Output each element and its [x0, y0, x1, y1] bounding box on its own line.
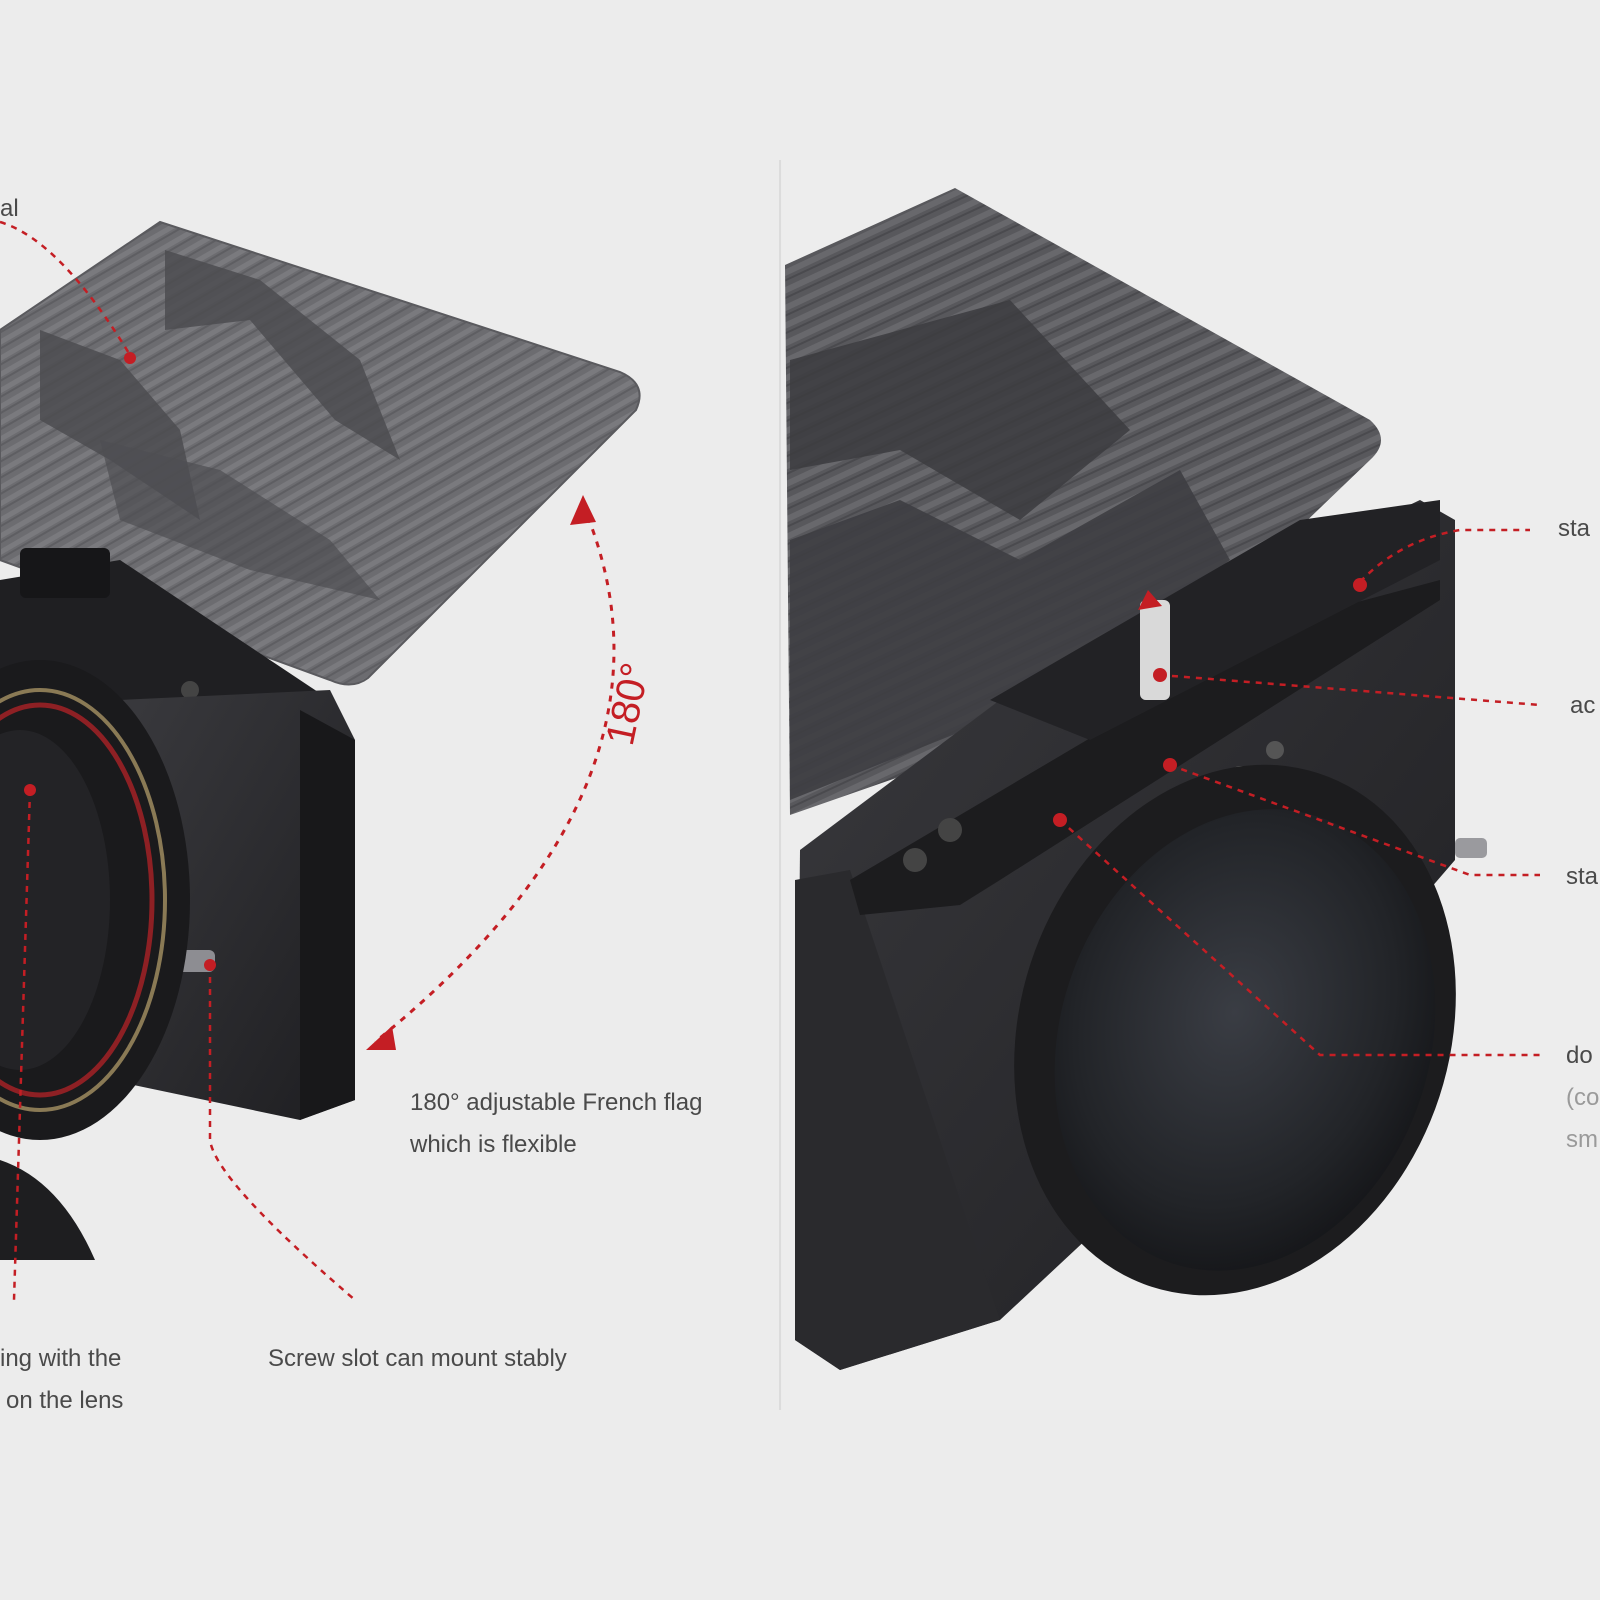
callout-label-3: sta: [1566, 863, 1599, 890]
flag-chevron-1: [165, 250, 400, 460]
flag-chevron-3: [100, 440, 380, 600]
right-product-view: [782, 160, 1600, 1410]
flag-chevron-2: [790, 470, 1230, 800]
callout-line-4: [1059, 819, 1540, 1057]
lens-ring-red: [0, 702, 155, 1098]
cold-shoe: [20, 548, 110, 598]
callout-line-2: [1159, 673, 1541, 707]
side-screw: [1455, 838, 1487, 858]
callout-dot: [1353, 578, 1367, 592]
matte-box-side: [795, 870, 1000, 1370]
top-plate-2: [990, 500, 1440, 740]
flag-chevron-1: [790, 300, 1130, 520]
callout-label-4-sub-1: (co: [1566, 1084, 1600, 1111]
lens-label-line-1: ing with the: [0, 1345, 122, 1372]
lens-ring-inner: [0, 730, 110, 1070]
flag-label-line-1: 180° adjustable French flag: [410, 1089, 703, 1116]
callout-line-1: [1359, 528, 1530, 583]
callout-dot: [1163, 758, 1177, 772]
plate-hole: [903, 848, 927, 872]
callout-label-2: ac: [1570, 692, 1596, 719]
callout-line-screw: [208, 965, 356, 1301]
callout-line-lens: [12, 789, 32, 1301]
rail-hole: [181, 681, 199, 699]
left-product-view: [0, 220, 641, 1301]
callout-dot: [1153, 668, 1167, 682]
lens-hood-bottom: [0, 1160, 95, 1260]
rotation-arc: [374, 504, 616, 1044]
callout-label-4-sub-2: sm: [1566, 1126, 1598, 1153]
french-flag-panel: [0, 220, 641, 686]
callout-dot: [24, 784, 36, 796]
callout-label-1: sta: [1558, 515, 1591, 542]
filter-glass: [1054, 809, 1436, 1271]
matte-box-front: [300, 710, 355, 1120]
callout-label-4: do: [1566, 1042, 1593, 1069]
adjust-arrow: [1138, 590, 1162, 610]
arc-arrow-top: [570, 495, 596, 525]
callout-dot: [1053, 813, 1067, 827]
plate-hole: [1266, 741, 1284, 759]
screw-slot-label: Screw slot can mount stably: [268, 1345, 567, 1372]
callout-dot: [124, 352, 136, 364]
adjust-knob: [1140, 600, 1170, 700]
callout-label-top-fragment: al: [0, 195, 19, 222]
flag-label-line-2: which is flexible: [410, 1131, 577, 1158]
callout-line-top: [0, 220, 132, 356]
plate-hole: [938, 818, 962, 842]
callout-dot: [204, 959, 216, 971]
top-plate: [850, 580, 1440, 915]
lens-ring-gold: [0, 688, 167, 1112]
lens-label-line-2: on the lens: [6, 1387, 124, 1414]
arc-arrow-bottom: [366, 1026, 396, 1050]
